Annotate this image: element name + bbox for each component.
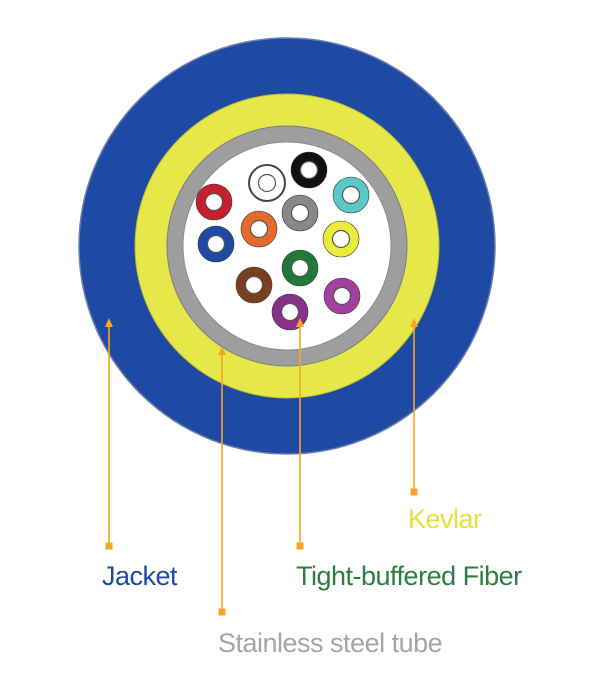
tube-leader-arrowhead [218, 346, 226, 355]
brown-fiber-core [244, 275, 264, 295]
yellow-fiber-core [331, 229, 351, 249]
leader-lines [105, 318, 418, 616]
kevlar-leader [410, 318, 418, 496]
aqua-fiber-core [341, 185, 361, 205]
red-fiber [195, 183, 233, 221]
blue-fiber-core [206, 234, 226, 254]
brown-fiber [235, 266, 273, 304]
jacket-label: Jacket [102, 561, 178, 591]
fiber-leader [296, 318, 304, 550]
green-fiber-core [290, 258, 310, 278]
fiber-leader-dot [296, 542, 304, 550]
rose-fiber-core [280, 302, 300, 322]
green-fiber [281, 249, 319, 287]
fiber-bundle [195, 151, 370, 331]
blue-fiber [197, 225, 235, 263]
kevlar-leader-dot [410, 488, 418, 496]
tube-label: Stainless steel tube [218, 628, 442, 658]
violet-fiber [323, 277, 361, 315]
kevlar-label: Kevlar [408, 504, 482, 534]
red-fiber-core [204, 192, 224, 212]
jacket-leader-arrowhead [105, 318, 113, 327]
fiber-leader-arrowhead [296, 318, 304, 327]
jacket-leader [105, 318, 113, 550]
black-fiber [290, 151, 328, 189]
kevlar-leader-arrowhead [410, 318, 418, 327]
white-fiber [248, 164, 286, 202]
slate-fiber [281, 194, 319, 232]
white-fiber-core [257, 173, 277, 193]
jacket-leader-dot [105, 542, 113, 550]
yellow-fiber [322, 220, 360, 258]
black-fiber-core [299, 160, 319, 180]
slate-fiber-core [290, 203, 310, 223]
orange-fiber-core [249, 219, 269, 239]
tube-leader-dot [218, 608, 226, 616]
violet-fiber-core [332, 286, 352, 306]
fiber-label: Tight-buffered Fiber [296, 561, 522, 591]
aqua-fiber [332, 176, 370, 214]
orange-fiber [240, 210, 278, 248]
tube-leader [218, 346, 226, 616]
